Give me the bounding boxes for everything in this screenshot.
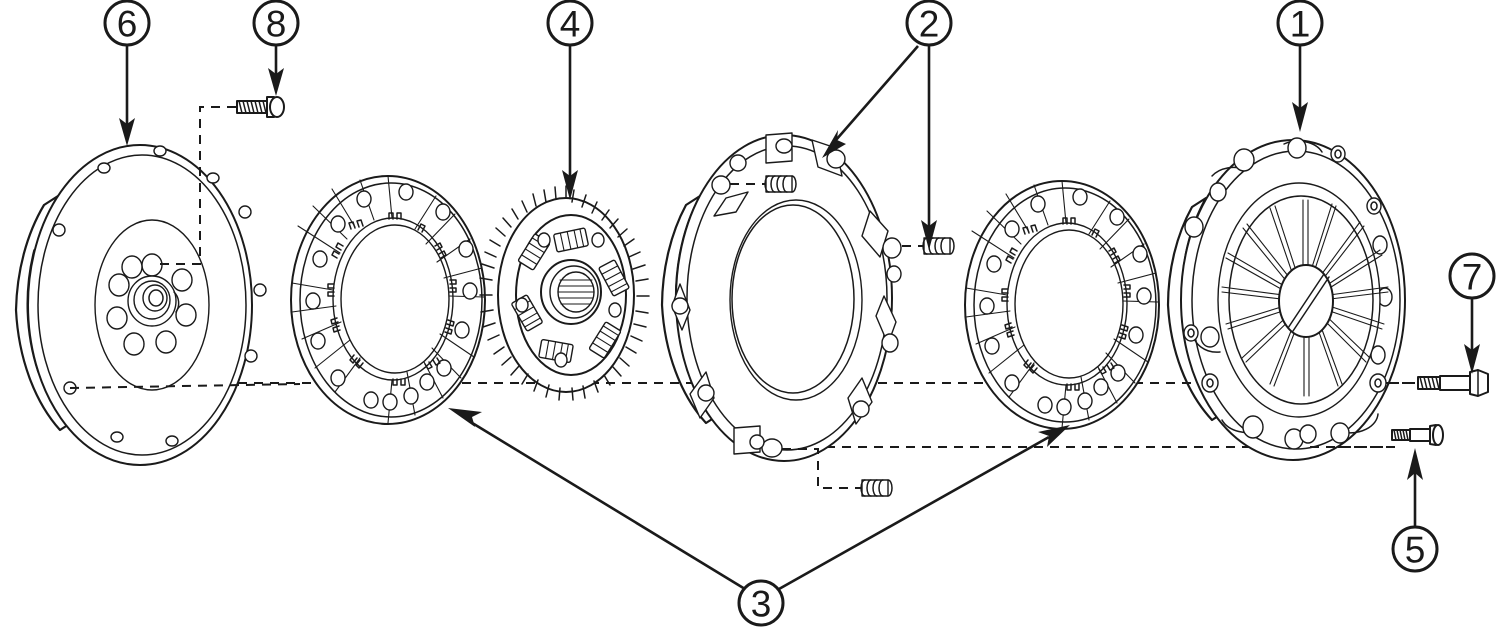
callout-6-number: 6: [117, 4, 138, 45]
callout-5[interactable]: 5: [1391, 525, 1439, 573]
callout-7-number: 7: [1462, 257, 1483, 298]
part-dowel-pin-lower[interactable]: [860, 479, 893, 497]
pressure-plate-inner-housing-2: [1228, 195, 1374, 405]
callout-6-circle: [103, 0, 151, 47]
leader-line-2: [822, 45, 937, 250]
callout-5-circle: [1391, 525, 1439, 573]
clutch-disc-teeth: [479, 185, 650, 401]
friction-disc-right-inner-ring-inner: [1014, 229, 1124, 379]
bolt-5-shank: [1409, 428, 1431, 442]
part-pressure-plate-cover[interactable]: [1166, 137, 1406, 461]
callout-8-circle: [252, 0, 300, 47]
part-intermediate-plate[interactable]: [660, 132, 902, 462]
bolt-5-threads: [1393, 429, 1409, 441]
callout-4[interactable]: 4: [546, 0, 594, 47]
callout-1-number: 1: [1290, 4, 1311, 45]
callout-1-circle: [1276, 0, 1324, 47]
leader-line-4: [562, 46, 578, 200]
bolt-8-construction-lines: [160, 106, 238, 265]
release-hub-slot-2: [1292, 276, 1330, 332]
callout-8-number: 8: [266, 4, 287, 45]
friction-disc-left-clips: [327, 212, 457, 386]
pressure-plate-cover-holes: [1184, 137, 1393, 450]
callout-2-number: 2: [919, 4, 940, 45]
bolt-7-head: [1469, 369, 1489, 397]
part-dowel-pin-upper[interactable]: [764, 175, 797, 193]
part-flywheel[interactable]: [14, 144, 267, 466]
flywheel-perimeter-holes: [52, 145, 267, 447]
leader-line-6: [119, 46, 135, 146]
leader-line-8: [268, 46, 284, 96]
part-short-bolt[interactable]: [1391, 424, 1444, 446]
intermediate-plate-bore-inner: [731, 204, 855, 394]
leader-line-1: [1292, 46, 1308, 132]
friction-disc-left-outer-inner-edge: [299, 182, 483, 418]
intermediate-plate-bore-outer: [729, 199, 863, 401]
friction-disc-right-outer-inner-edge: [973, 187, 1157, 423]
dowel-pin-construction-lines: [730, 183, 924, 489]
flywheel-outer-ring-inner: [37, 154, 247, 456]
callout-7[interactable]: 7: [1448, 252, 1496, 300]
bolt-5-head-cap: [1432, 424, 1444, 446]
callout-6[interactable]: 6: [103, 0, 151, 47]
callout-8[interactable]: 8: [252, 0, 300, 47]
friction-disc-right-clips: [1001, 217, 1131, 391]
flywheel-rim-thickness: [26, 249, 39, 373]
callout-3-number: 3: [751, 584, 772, 625]
callout-4-circle: [546, 0, 594, 47]
clutch-disc-holes: [515, 232, 622, 368]
callout-7-circle: [1448, 252, 1496, 300]
callout-1[interactable]: 1: [1276, 0, 1324, 47]
friction-disc-left-inner-ring-inner: [340, 224, 450, 374]
leader-line-7: [1464, 299, 1480, 374]
bolt-8-head-cap: [269, 96, 285, 118]
callout-2-circle: [905, 0, 953, 47]
friction-disc-left-rivets: [305, 183, 478, 411]
release-hub-slot: [1287, 273, 1325, 329]
bolt-8-threads: [238, 100, 267, 114]
bolt-7-threads: [1419, 376, 1440, 390]
part-long-bolt[interactable]: [1417, 369, 1489, 397]
intermediate-plate-holes: [671, 138, 902, 458]
flywheel-center-bore: [127, 275, 180, 327]
clutch-disc-splined-hub: [540, 259, 602, 325]
leader-line-5: [1407, 448, 1423, 527]
callout-4-number: 4: [560, 4, 581, 45]
callout-2[interactable]: 2: [905, 0, 953, 47]
part-friction-disc-right[interactable]: [964, 180, 1160, 430]
part-friction-disc-left[interactable]: [290, 175, 486, 425]
bolt-construction-lines: [1310, 382, 1418, 448]
leader-line-3: [448, 408, 1070, 591]
callout-5-number: 5: [1405, 530, 1426, 571]
friction-disc-right-rivets: [979, 188, 1152, 416]
flywheel-axis-construction: [69, 383, 301, 389]
bolt-7-shank: [1439, 375, 1471, 391]
part-flywheel-bolt[interactable]: [236, 96, 285, 118]
callout-3-circle: [737, 579, 785, 627]
part-clutch-disc-hub[interactable]: [479, 185, 650, 401]
callout-3[interactable]: 3: [737, 579, 785, 627]
